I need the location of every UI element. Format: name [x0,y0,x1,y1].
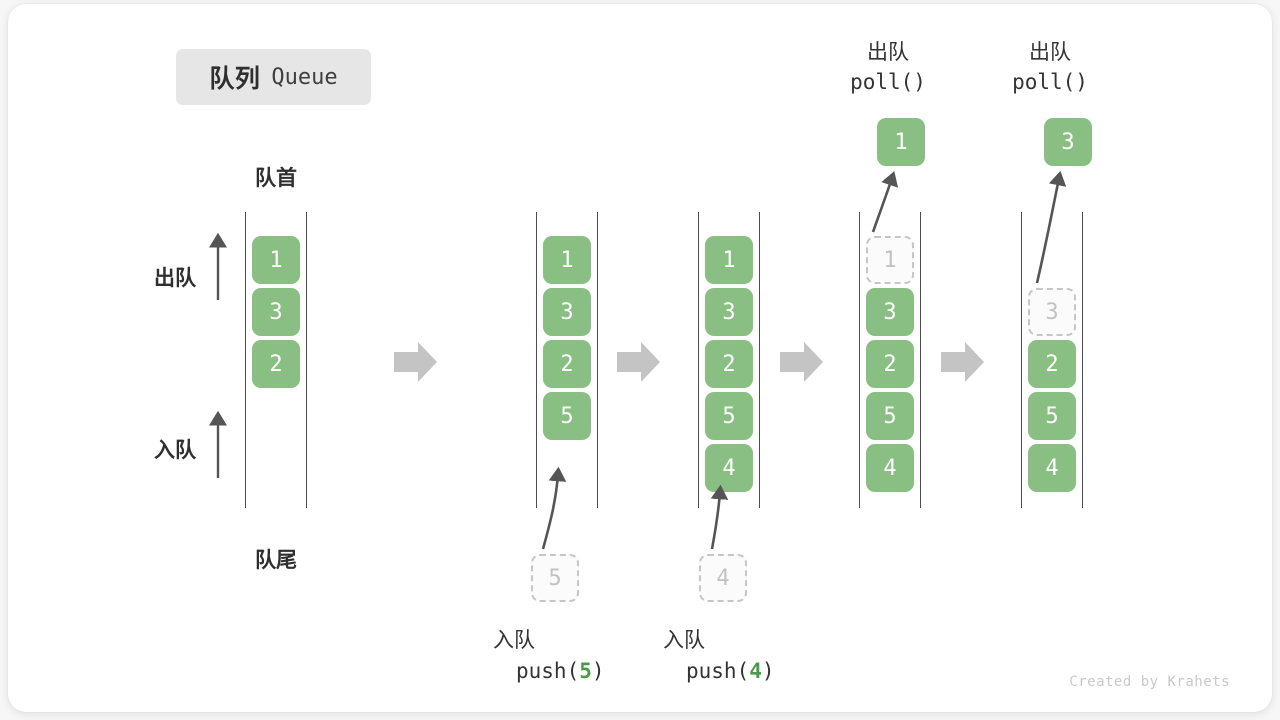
pending-cell-push-4: 4 [699,554,747,602]
diagram-title-en: Queue [271,64,338,90]
caption-code-push-5: push(5) [516,659,656,683]
queue-cell: 5 [1028,392,1076,440]
queue-rail-left [245,212,246,508]
queue-cell: 1 [543,236,591,284]
queue-cell: 5 [866,392,914,440]
diagram-title-cn: 队列 [209,65,261,93]
queue-rail-left [1021,212,1022,508]
queue-column-poll-3: 3 2 5 4 [1021,212,1083,508]
queue-cell: 3 [252,288,300,336]
caption-code-poll-3: poll() [1012,70,1088,94]
label-dequeue-direction: 出队 [154,267,196,290]
queue-cell: 2 [543,340,591,388]
caption-arg-push-4: 4 [749,659,762,683]
caption-code-poll-1: poll() [850,70,926,94]
label-queue-rear: 队尾 [255,549,297,572]
queue-rail-left [536,212,537,508]
credit-text: Created by Krahets [1069,674,1230,690]
caption-arg-push-5: 5 [579,659,592,683]
queue-column-initial: 1 3 2 [245,212,307,508]
queue-rail-right [920,212,921,508]
queue-rail-right [306,212,307,508]
queue-rail-right [759,212,760,508]
popped-cell-poll-1: 1 [877,118,925,166]
queue-cell-removed: 1 [866,236,914,284]
queue-cell: 3 [705,288,753,336]
queue-cell: 4 [1028,444,1076,492]
queue-column-push-4: 1 3 2 5 4 [698,212,760,508]
label-queue-front: 队首 [255,167,297,190]
queue-cell: 2 [705,340,753,388]
queue-rail-left [698,212,699,508]
queue-cell: 2 [252,340,300,388]
queue-cell: 5 [705,392,753,440]
queue-cell: 5 [543,392,591,440]
queue-rail-right [1082,212,1083,508]
queue-cell: 4 [705,444,753,492]
queue-cell-removed: 3 [1028,288,1076,336]
popped-cell-poll-3: 3 [1044,118,1092,166]
caption-code-push-4-text: push(4) [686,659,775,683]
caption-cn-push-4: 入队 [663,629,705,652]
queue-cell: 3 [543,288,591,336]
queue-column-poll-1: 1 3 2 5 4 [859,212,921,508]
queue-cell: 4 [866,444,914,492]
queue-cell: 1 [705,236,753,284]
queue-cell: 2 [866,340,914,388]
caption-cn-poll-3: 出队 [1029,41,1071,64]
caption-code-push-5-text: push(5) [516,659,605,683]
queue-rail-left [859,212,860,508]
queue-cell: 1 [252,236,300,284]
queue-cell: 2 [1028,340,1076,388]
diagram-title-badge: 队列 Queue [176,49,371,105]
caption-code-push-4: push(4) [686,659,826,683]
diagram-card: 队列 Queue 队首 队尾 出队 入队 出队 poll() 出队 poll()… [8,4,1272,712]
caption-cn-push-5: 入队 [493,629,535,652]
queue-cell: 3 [866,288,914,336]
caption-cn-poll-1: 出队 [867,41,909,64]
label-enqueue-direction: 入队 [154,439,196,462]
queue-rail-right [597,212,598,508]
pending-cell-push-5: 5 [531,554,579,602]
queue-column-push-5: 1 3 2 5 [536,212,598,508]
